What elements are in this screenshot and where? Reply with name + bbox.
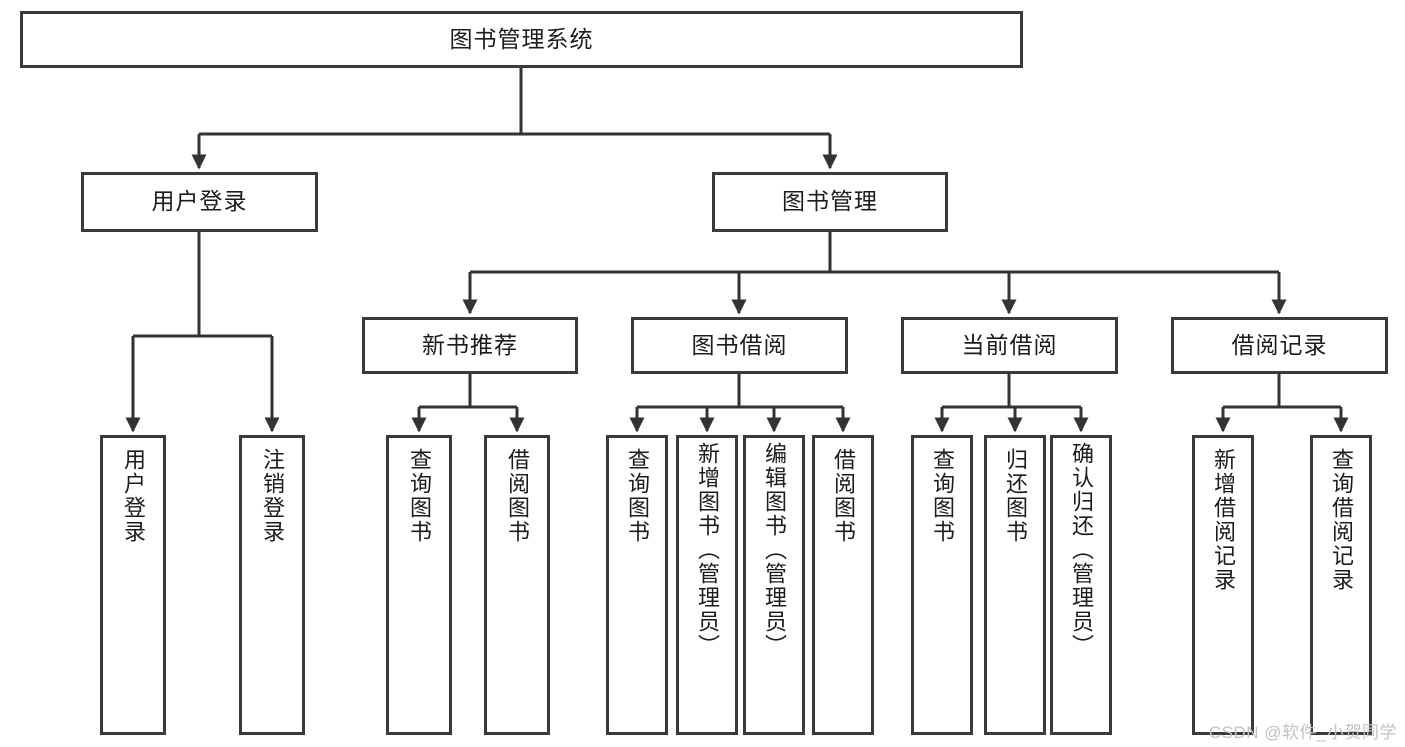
leaf-user-login-label: 用户登录 bbox=[120, 448, 146, 544]
node-root[interactable]: 图书管理系统 bbox=[20, 11, 1023, 68]
leaf-add-book-admin-label: 新增图书（管理员） bbox=[694, 442, 720, 658]
leaf-query-borrow-record-label: 查询借阅记录 bbox=[1328, 448, 1354, 592]
node-new-book-recommend[interactable]: 新书推荐 bbox=[362, 317, 578, 374]
csdn-watermark: CSDN @软件_小贺同学 bbox=[1208, 723, 1397, 742]
leaf-confirm-return-admin[interactable]: 确认归还（管理员） bbox=[1050, 435, 1112, 735]
leaf-edit-book-admin-label: 编辑图书（管理员） bbox=[761, 442, 787, 658]
node-borrow-record-label: 借阅记录 bbox=[1231, 331, 1328, 358]
node-new-book-recommend-label: 新书推荐 bbox=[422, 331, 518, 358]
leaf-add-borrow-record[interactable]: 新增借阅记录 bbox=[1192, 435, 1254, 735]
leaf-query-book-recommend[interactable]: 查询图书 bbox=[386, 435, 452, 735]
leaf-return-book-label: 归还图书 bbox=[1002, 448, 1028, 544]
leaf-borrow-book[interactable]: 借阅图书 bbox=[812, 435, 874, 735]
leaf-query-book-borrow[interactable]: 查询图书 bbox=[606, 435, 668, 735]
leaf-query-borrow-record[interactable]: 查询借阅记录 bbox=[1310, 435, 1372, 735]
node-book-management-label: 图书管理 bbox=[782, 188, 878, 215]
leaf-query-book-recommend-label: 查询图书 bbox=[406, 448, 432, 544]
node-book-borrow-label: 图书借阅 bbox=[691, 331, 788, 358]
leaf-borrow-book-recommend[interactable]: 借阅图书 bbox=[484, 435, 550, 735]
leaf-query-book-current-label: 查询图书 bbox=[929, 448, 955, 544]
leaf-user-logout[interactable]: 注销登录 bbox=[239, 435, 305, 735]
node-current-borrow-label: 当前借阅 bbox=[961, 331, 1058, 358]
leaf-query-book-current[interactable]: 查询图书 bbox=[911, 435, 973, 735]
leaf-edit-book-admin[interactable]: 编辑图书（管理员） bbox=[743, 435, 805, 735]
leaf-borrow-book-recommend-label: 借阅图书 bbox=[504, 448, 530, 544]
leaf-borrow-book-label: 借阅图书 bbox=[830, 448, 856, 544]
node-root-label: 图书管理系统 bbox=[449, 25, 594, 52]
leaf-add-book-admin[interactable]: 新增图书（管理员） bbox=[676, 435, 738, 735]
node-user-login[interactable]: 用户登录 bbox=[81, 172, 318, 232]
leaf-user-logout-label: 注销登录 bbox=[259, 448, 285, 544]
leaf-query-book-borrow-label: 查询图书 bbox=[624, 448, 650, 544]
node-user-login-label: 用户登录 bbox=[151, 188, 248, 215]
leaf-return-book[interactable]: 归还图书 bbox=[984, 435, 1046, 735]
node-current-borrow[interactable]: 当前借阅 bbox=[901, 317, 1118, 374]
node-book-borrow[interactable]: 图书借阅 bbox=[631, 317, 848, 374]
node-borrow-record[interactable]: 借阅记录 bbox=[1171, 317, 1388, 374]
leaf-user-login[interactable]: 用户登录 bbox=[100, 435, 166, 735]
leaf-confirm-return-admin-label: 确认归还（管理员） bbox=[1068, 442, 1094, 658]
leaf-add-borrow-record-label: 新增借阅记录 bbox=[1210, 448, 1236, 592]
node-book-management[interactable]: 图书管理 bbox=[712, 172, 948, 232]
